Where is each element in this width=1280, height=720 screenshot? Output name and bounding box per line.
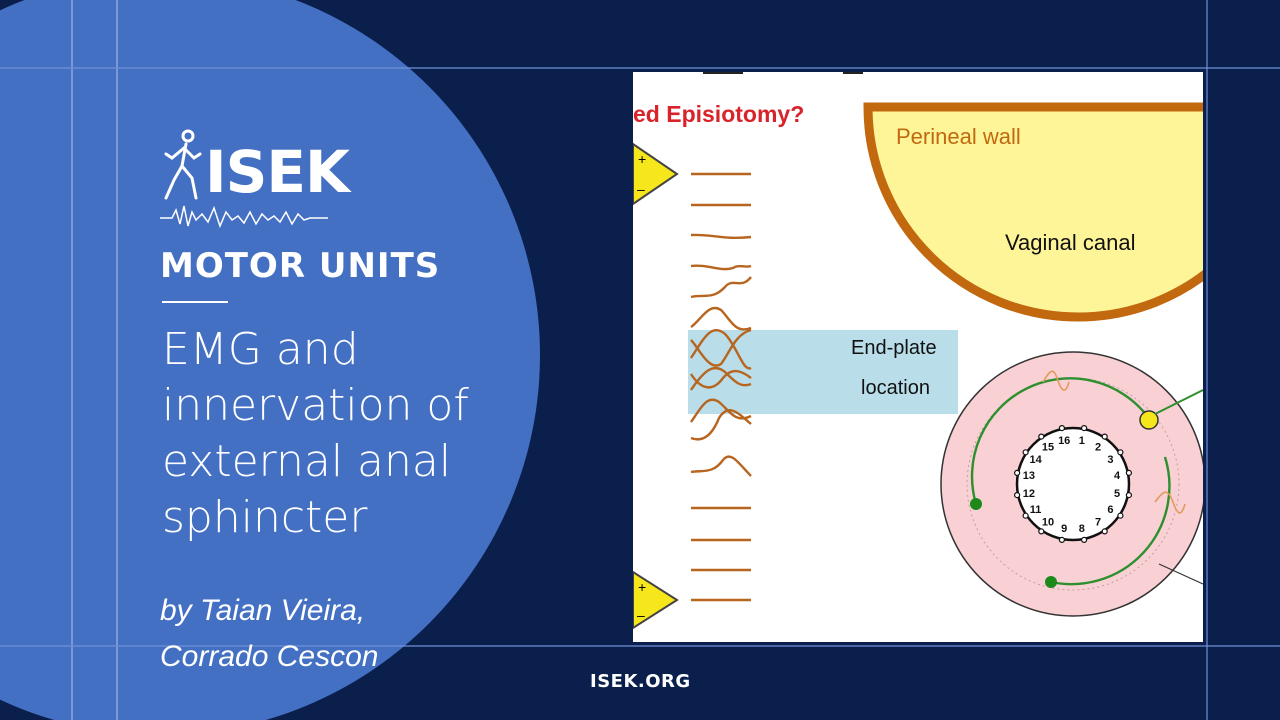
electrode-contact <box>1058 425 1065 432</box>
vaginal-canal-label: Vaginal canal <box>1005 230 1135 255</box>
innervation-fiber <box>1050 456 1171 586</box>
electrode-label: 9 <box>1061 523 1067 535</box>
electrode-contact <box>1117 512 1124 519</box>
amplifier-plus: + <box>638 579 646 595</box>
title-divider <box>162 301 228 303</box>
electrode-label: 3 <box>1107 454 1113 466</box>
electrode-contact <box>1101 433 1108 440</box>
electrode-label: 1 <box>1079 435 1085 447</box>
site-url: ISEK.ORG <box>590 671 691 692</box>
electrode-label: 13 <box>1023 470 1035 482</box>
authors: by Taian Vieira, Corrado Cescon <box>160 588 480 680</box>
author-line: by Taian Vieira, <box>160 594 366 627</box>
vaginal-canal-shape <box>863 102 1203 322</box>
presentation-title: EMG and innervation of external anal sph… <box>162 322 522 546</box>
electrode-contact <box>1022 449 1029 456</box>
episiotomy-question: ed Episiotomy? <box>633 101 804 127</box>
amplifier-minus: – <box>637 607 645 623</box>
author-line: Corrado Cescon <box>160 640 379 673</box>
electrode-label: 10 <box>1042 516 1054 528</box>
section-label: MOTOR UNITS <box>160 246 441 286</box>
amplifier-minus: – <box>637 181 645 197</box>
electrode-contact <box>1038 528 1045 535</box>
amplifier-top-icon: + – <box>633 142 679 206</box>
electrode-contact <box>1101 528 1108 535</box>
blue-circle-backdrop <box>0 0 540 720</box>
electrode-contact <box>1125 492 1132 499</box>
electrode-contact <box>1125 469 1132 476</box>
isek-logo-figure-icon <box>160 129 328 228</box>
title-line: EMG and <box>162 324 359 375</box>
action-potential-wave <box>1154 491 1186 514</box>
action-potential-wave <box>1042 370 1070 391</box>
electrode-label: 7 <box>1095 516 1101 528</box>
electrode-contact <box>1014 492 1021 499</box>
electrode-label: 11 <box>1030 504 1042 516</box>
cropped-heading-fragment <box>843 72 863 74</box>
title-line: innervation of <box>162 380 469 431</box>
electrode-contact <box>1038 433 1045 440</box>
electrode-contact <box>1081 536 1088 543</box>
electrode-label: 12 <box>1023 488 1035 500</box>
electrode-contact <box>1081 425 1088 432</box>
electrode-label: 16 <box>1058 435 1070 447</box>
cropped-heading-fragment <box>703 72 743 74</box>
electrode-label: 5 <box>1114 488 1120 500</box>
electrode-contact <box>1022 512 1029 519</box>
end-plate-label: End-plate <box>851 337 937 359</box>
perineal-wall-label: Perineal wall <box>896 124 1021 149</box>
electrode-label: 14 <box>1029 454 1042 466</box>
emg-traces <box>689 172 752 602</box>
title-line: external anal <box>162 436 452 487</box>
electrode-contact <box>1117 449 1124 456</box>
end-plate-label: location <box>861 377 930 399</box>
amplifier-plus: + <box>638 151 646 167</box>
innervation-fiber <box>970 377 1149 505</box>
amplifier-bottom-icon: + – <box>633 570 679 630</box>
title-line: sphincter <box>162 492 368 543</box>
electrode-label: 15 <box>1042 442 1054 454</box>
electrode-contact <box>1058 536 1065 543</box>
electrode-label: 2 <box>1095 442 1101 454</box>
logo-wordmark: ISEK <box>205 138 350 206</box>
electrode-contact <box>1014 469 1021 476</box>
electrode-label: 8 <box>1079 523 1085 535</box>
electrode-label: 4 <box>1114 470 1121 482</box>
electrode-label: 6 <box>1107 504 1113 516</box>
emg-figure: ed Episiotomy? Perineal wall Vaginal can… <box>633 72 1203 642</box>
